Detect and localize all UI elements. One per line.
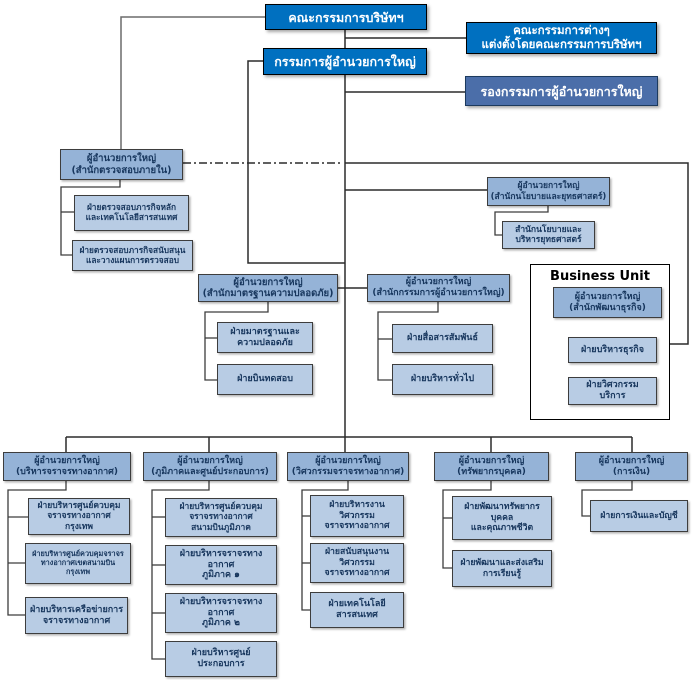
finance-director-box: ผู้อำนวยการใหญ่ (การเงิน) (575, 452, 688, 481)
engineering-dept-3-box: ฝ่ายเทคโนโลยี สารสนเทศ (310, 592, 404, 628)
internal-audit-dept-1-box: ฝ่ายตรวจสอบภารกิจหลัก และเทคโนโลยีสารสนเ… (74, 195, 189, 231)
atm-dept-1-box: ฝ่ายบริหารศูนย์ควบคุม จราจรทางอากาศ กรุง… (28, 498, 130, 535)
policy-strategy-office-box: ผู้อำนวยการใหญ่ (สำนักนโยบายและยุทธศาสตร… (487, 177, 610, 206)
flight-inspection-dept-box: ฝ่ายบินทดสอบ (217, 364, 313, 395)
internal-audit-dept-2-box: ฝ่ายตรวจสอบภารกิจสนับสนุน และวางแผนการตร… (72, 240, 193, 271)
engineering-dept-2-box: ฝ่ายสนับสนุนงาน วิศวกรรม จราจรทางอากาศ (310, 543, 404, 583)
appointed-committees-box: คณะกรรมการต่างๆ แต่งตั้งโดยคณะกรรมการบริ… (466, 22, 657, 54)
regional-dept-1-box: ฝ่ายบริหารศูนย์ควบคุม จราจรทางอากาศ สนาม… (165, 498, 277, 537)
service-engineering-dept-box: ฝ่ายวิศวกรรม บริการ (568, 377, 657, 405)
corporate-communications-dept-box: ฝ่ายสื่อสารสัมพันธ์ (392, 324, 493, 353)
business-unit-title: Business Unit (550, 269, 650, 284)
general-administration-dept-box: ฝ่ายบริหารทั่วไป (392, 364, 493, 395)
atm-director-box: ผู้อำนวยการใหญ่ (บริหารจราจรทางอากาศ) (3, 452, 131, 481)
safety-standards-office-box: ผู้อำนวยการใหญ่ (สำนักมาตรฐานความปลอดภัย… (198, 274, 338, 302)
regional-dept-4-box: ฝ่ายบริหารศูนย์ ประกอบการ (165, 641, 277, 677)
engineering-director-box: ผู้อำนวยการใหญ่ (วิศวกรรมจราจรทางอากาศ) (287, 452, 409, 481)
hr-director-box: ผู้อำนวยการใหญ่ (ทรัพยากรบุคคล) (434, 452, 549, 481)
president-box: กรรมการผู้อำนวยการใหญ่ (263, 48, 427, 75)
internal-audit-office-box: ผู้อำนวยการใหญ่ (สำนักตรวจสอบภายใน) (60, 149, 183, 180)
business-administration-dept-box: ฝ่ายบริหารธุรกิจ (568, 337, 657, 363)
regional-director-box: ผู้อำนวยการใหญ่ (ภูมิภาคและศูนย์ประกอบกา… (143, 452, 277, 481)
finance-dept-1-box: ฝ่ายการเงินและบัญชี (590, 500, 688, 532)
president-office-box: ผู้อำนวยการใหญ่ (สำนักกรรมการผู้อำนวยการ… (367, 274, 510, 302)
safety-standards-dept-box: ฝ่ายมาตรฐานและ ความปลอดภัย (217, 322, 313, 353)
engineering-dept-1-box: ฝ่ายบริหารงาน วิศวกรรม จราจรทางอากาศ (310, 495, 404, 537)
policy-strategy-dept-box: สำนักนโยบายและ บริหารยุทธศาสตร์ (502, 221, 595, 249)
hr-dept-1-box: ฝ่ายพัฒนาทรัพยากร บุคคล และคุณภาพชีวิต (452, 496, 552, 540)
business-development-office-box: ผู้อำนวยการใหญ่ (สำนักพัฒนาธุรกิจ) (553, 287, 662, 318)
deputy-president-box: รองกรรมการผู้อำนวยการใหญ่ (465, 76, 658, 106)
board-of-directors-box: คณะกรรมการบริษัทฯ (265, 4, 427, 30)
regional-dept-3-box: ฝ่ายบริหารจราจรทาง อากาศ ภูมิภาค ๒ (165, 593, 277, 633)
atm-dept-2-box: ฝ่ายบริหารศูนย์ควบคุมจราจร ทางอากาศเขตสน… (25, 543, 131, 584)
hr-dept-2-box: ฝ่ายพัฒนาและส่งเสริม การเรียนรู้ (452, 550, 552, 587)
atm-dept-3-box: ฝ่ายบริหารเครือข่ายการ จราจรทางอากาศ (25, 597, 128, 634)
regional-dept-2-box: ฝ่ายบริหารจราจรทาง อากาศ ภูมิภาค ๑ (165, 545, 277, 585)
